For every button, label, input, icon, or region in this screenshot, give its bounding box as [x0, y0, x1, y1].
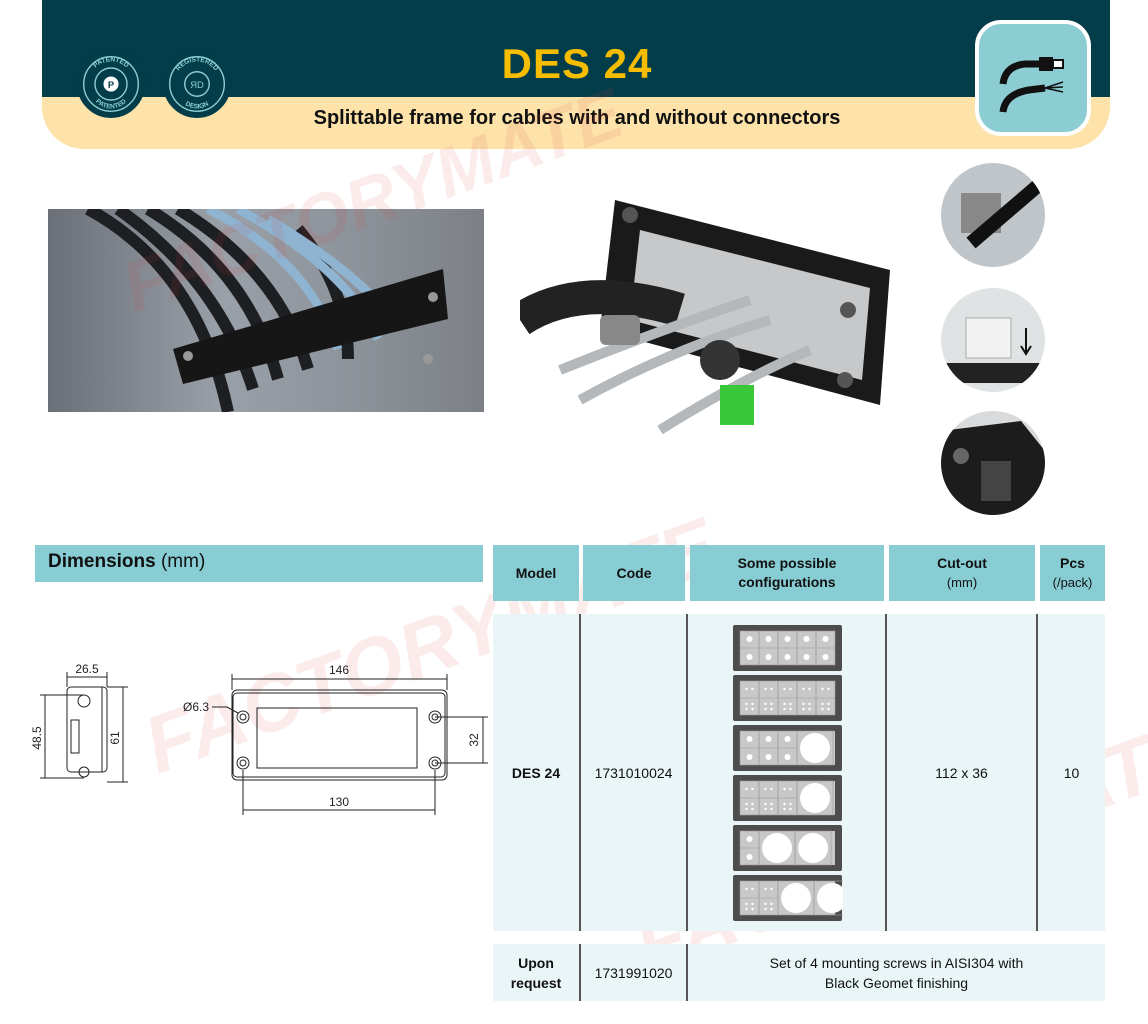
registered-design-badge-icon: ЯD REGISTERED DESIGN [163, 50, 231, 118]
divider [885, 614, 887, 931]
dim-hole-vertical: 32 [467, 733, 481, 747]
cell-accessory-description: Set of 4 mounting screws in AISI304 with… [769, 954, 1024, 991]
detail-photo-corner [941, 411, 1045, 515]
header-label: Model [515, 564, 557, 581]
header-label: Code [616, 564, 652, 581]
col-header-code: Code [583, 545, 685, 601]
detail-photo-insert [941, 163, 1045, 267]
divider [579, 614, 581, 931]
dim-length: 146 [329, 663, 349, 677]
dim-hole-diameter: Ø6.3 [183, 700, 209, 714]
svg-text:ЯD: ЯD [190, 79, 204, 90]
dim-hole-horizontal: 130 [329, 795, 349, 809]
col-header-pcs: Pcs (/pack) [1040, 545, 1105, 601]
table-row-accessory [493, 944, 1105, 1001]
dimensions-unit: (mm) [160, 551, 206, 572]
page-title: DES 24 [501, 40, 653, 87]
divider [1036, 614, 1038, 931]
cable-with-connector-icon [975, 20, 1091, 136]
col-header-model: Model [493, 545, 579, 601]
dimension-drawing: 26.5 48.5 61 146 Ø6.3 32 130 [30, 662, 488, 815]
cell-code: 1731010024 [594, 764, 673, 781]
cell-pcs: 10 [1063, 764, 1080, 781]
divider [686, 944, 688, 1001]
product-with-cables-photo [520, 170, 900, 460]
col-header-cutout: Cut-out (mm) [889, 545, 1035, 601]
svg-text:P: P [108, 79, 114, 90]
cell-cutout: 112 x 36 [935, 764, 988, 781]
header-sublabel: (mm) [946, 575, 978, 590]
installed-product-photo [48, 209, 484, 412]
detail-photo-split [941, 288, 1045, 392]
divider [579, 944, 581, 1001]
header-label: Pcs [1060, 555, 1085, 571]
svg-text:REGISTERED: REGISTERED [175, 56, 220, 72]
header-sublabel: (/pack) [1052, 575, 1093, 590]
configurations-images [733, 625, 843, 921]
cell-accessory-code: 1731991020 [594, 964, 673, 981]
dimensions-title: Dimensions [48, 551, 156, 572]
col-header-configurations: Some possible configurations [690, 545, 884, 601]
page-subtitle: Splittable frame for cables with and wit… [313, 107, 841, 129]
svg-text:DESIGN: DESIGN [184, 100, 210, 110]
header-label: Cut-out [937, 555, 987, 571]
cell-model: DES 24 [511, 764, 561, 781]
dim-side-hole-spacing: 48.5 [30, 726, 44, 750]
cell-accessory-model: Upon request [510, 954, 562, 991]
divider [686, 614, 688, 931]
dim-side-height: 61 [108, 731, 122, 745]
header-label: Some possible configurations [737, 555, 837, 590]
dim-side-width: 26.5 [75, 662, 99, 676]
dimensions-heading: Dimensions (mm) [35, 545, 483, 582]
